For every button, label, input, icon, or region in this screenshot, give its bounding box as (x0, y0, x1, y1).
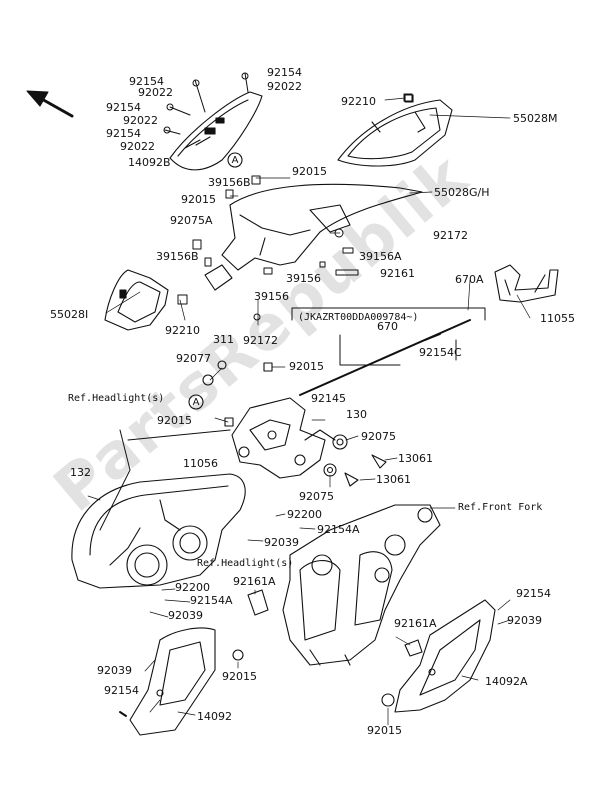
part-label: 311 (213, 333, 234, 346)
part-label: 92154A (317, 523, 360, 536)
part-label: 92154 (104, 684, 139, 697)
part-label: 92039 (507, 614, 542, 627)
part-label: 92145 (311, 392, 346, 405)
part-label: 92210 (165, 324, 200, 337)
part-label: 92154 (267, 66, 302, 79)
part-label: 92022 (123, 114, 158, 127)
part-label: 39156 (286, 272, 321, 285)
top-bolts (163, 72, 249, 135)
part-label: 130 (346, 408, 367, 421)
part-label: 13061 (398, 452, 433, 465)
leader-lines (87, 97, 531, 726)
part-label: 132 (70, 466, 91, 479)
part-label: 92154C (419, 346, 462, 359)
part-label: 11056 (183, 457, 218, 470)
part-label: 92210 (341, 95, 376, 108)
grommets (202, 360, 387, 487)
direction-arrow-icon (26, 90, 74, 118)
part-label: 39156 (254, 290, 289, 303)
part-label: 11055 (540, 312, 575, 325)
part-label: 55028I (50, 308, 89, 321)
part-label: 14092A (485, 675, 528, 688)
right-upper-panel (337, 94, 453, 167)
ref-headlight-label: Ref.Headlight(s) (68, 393, 165, 404)
part-label: 39156A (359, 250, 402, 263)
part-label: 14092B (128, 156, 171, 169)
ref-front-fork-label: Ref.Front Fork (458, 502, 543, 513)
small-clips (177, 93, 413, 321)
part-label: 92161A (233, 575, 276, 588)
part-label: 92161A (394, 617, 437, 630)
part-label: 92039 (264, 536, 299, 549)
part-label: 92075 (361, 430, 396, 443)
part-label: 92172 (433, 229, 468, 242)
callout-letter: A (192, 397, 200, 408)
part-label: 92075A (170, 214, 213, 227)
part-label: 92075 (299, 490, 334, 503)
part-label: 92172 (243, 334, 278, 347)
serial-note: (JKAZRT00DDA009784~) (298, 312, 419, 323)
part-label: 39156B (156, 250, 199, 263)
part-label: 55028M (513, 112, 558, 125)
part-label: 670A (455, 273, 484, 286)
part-label: 92161 (380, 267, 415, 280)
central-inner-cover (204, 183, 423, 291)
part-label: 14092 (197, 710, 232, 723)
lower-right-cover (394, 599, 496, 713)
part-label: 92154A (190, 594, 233, 607)
stay-bracket-11055 (494, 264, 559, 303)
left-side-panel (104, 269, 169, 331)
ref-headlight-label: Ref.Headlight(s) (197, 558, 294, 569)
part-label: 92015 (157, 414, 192, 427)
part-label: 92154 (516, 587, 551, 600)
part-label: 92039 (97, 664, 132, 677)
part-label: 92039 (168, 609, 203, 622)
part-label: 92015 (367, 724, 402, 737)
callout-letter: A (231, 155, 239, 166)
part-label: 13061 (376, 473, 411, 486)
headlight-assembly (71, 429, 246, 589)
collars (232, 589, 423, 707)
headlight-bracket-11056 (231, 397, 336, 479)
upper-left-cover-panel (169, 91, 263, 171)
part-label: 92154 (106, 127, 141, 140)
part-label: 92015 (222, 670, 257, 683)
part-label: 92015 (289, 360, 324, 373)
part-label: 55028G/H (434, 186, 490, 199)
part-label: 92022 (138, 86, 173, 99)
part-label: 670 (377, 320, 398, 333)
lower-left-cover (129, 627, 216, 736)
part-label: 92200 (287, 508, 322, 521)
part-label: 92154 (106, 101, 141, 114)
part-label: 92200 (175, 581, 210, 594)
callout-circle-1 (227, 152, 243, 168)
note-bracket (291, 307, 486, 321)
part-label: 92154 (129, 75, 164, 88)
front-fork-assembly (282, 504, 441, 666)
part-label: 39156B (208, 176, 251, 189)
part-label: 92077 (176, 352, 211, 365)
part-label: 92015 (181, 193, 216, 206)
bolt-670 (299, 319, 471, 396)
part-label: 92015 (292, 165, 327, 178)
callout-circle-2 (188, 394, 204, 410)
part-label: 92022 (267, 80, 302, 93)
part-label: 92022 (120, 140, 155, 153)
